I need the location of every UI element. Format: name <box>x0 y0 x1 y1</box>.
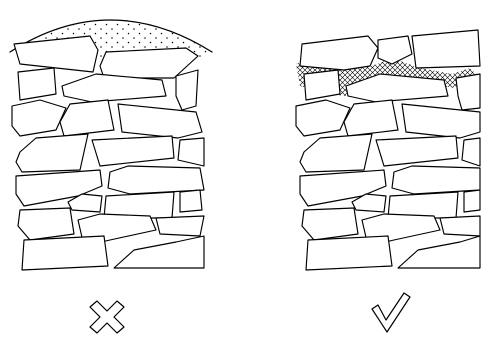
stone-22 <box>299 35 379 71</box>
stone-26 <box>345 73 449 103</box>
stone-13 <box>107 165 205 195</box>
stones-left <box>11 35 205 271</box>
stone-6 <box>11 99 67 137</box>
stone-32 <box>375 135 459 167</box>
stone-9 <box>15 133 89 173</box>
stone-31 <box>299 133 373 173</box>
cross-mark-icon <box>89 300 125 334</box>
stone-24 <box>411 29 481 69</box>
stone-39 <box>463 189 481 213</box>
stone-4 <box>61 73 167 103</box>
stone-27 <box>455 73 481 111</box>
stone-2 <box>99 47 199 79</box>
stone-25 <box>303 69 341 101</box>
stone-11 <box>177 137 205 167</box>
stone-28 <box>295 99 351 137</box>
dome-cap-outline <box>9 19 213 53</box>
stone-37 <box>301 207 359 241</box>
panel-correct-wall <box>295 29 481 271</box>
stone-42 <box>305 235 393 271</box>
stone-20 <box>21 235 109 271</box>
stone-33 <box>461 137 481 167</box>
wall-section-left <box>9 19 213 271</box>
stones-right <box>295 29 481 271</box>
stone-7 <box>59 99 115 137</box>
stone-29 <box>343 99 399 137</box>
stone-10 <box>91 135 175 167</box>
stone-15 <box>17 207 75 241</box>
stone-5 <box>175 69 199 111</box>
stone-14 <box>67 193 103 213</box>
stone-43 <box>397 235 481 269</box>
stone-8 <box>117 103 203 139</box>
stone-3 <box>17 67 57 101</box>
stone-19 <box>155 215 205 237</box>
stone-1 <box>13 35 99 73</box>
stone-35 <box>391 165 481 195</box>
stone-23 <box>377 35 413 65</box>
check-mark-icon <box>371 292 411 333</box>
stone-30 <box>401 103 481 139</box>
stone-21 <box>113 235 205 269</box>
stone-41 <box>439 215 481 237</box>
stone-17 <box>179 189 203 213</box>
panel-incorrect-wall <box>9 19 213 334</box>
stone-36 <box>351 193 387 213</box>
wall-section-right <box>295 29 481 271</box>
